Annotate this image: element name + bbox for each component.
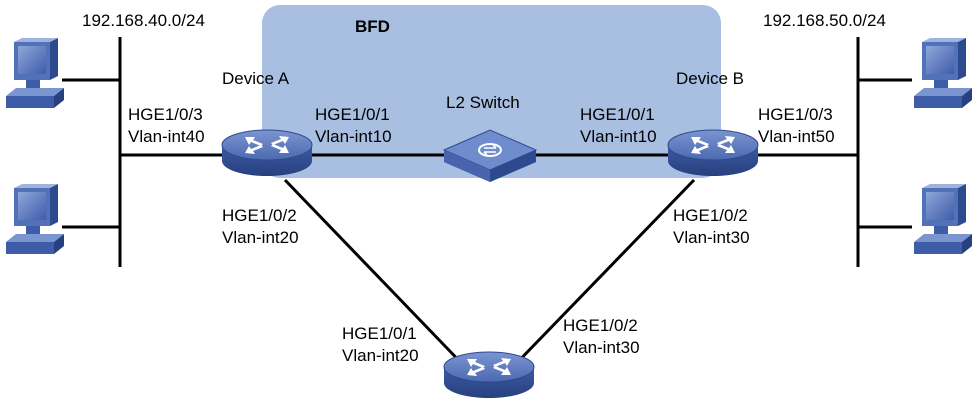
device-a-if-left-vlan: Vlan-int40 (128, 127, 205, 146)
bfd-label: BFD (355, 17, 390, 36)
host-pc-icon (6, 184, 64, 254)
bfd-region (262, 5, 721, 178)
device-c-if-right-vlan: Vlan-int30 (563, 338, 640, 357)
device-a-if-down-vlan: Vlan-int20 (222, 228, 299, 247)
links (283, 153, 696, 374)
device-b-if-down-port: HGE1/0/2 (673, 206, 748, 225)
device-c-if-left-vlan: Vlan-int20 (342, 346, 419, 365)
device-b-if-down-vlan: Vlan-int30 (673, 228, 750, 247)
host-pc-icon (914, 184, 972, 254)
device-b-router-icon (667, 129, 759, 177)
device-a-if-right-vlan: Vlan-int10 (315, 127, 392, 146)
device-a-name: Device A (222, 69, 290, 88)
l2-switch-name: L2 Switch (446, 93, 520, 112)
device-c-if-left-port: HGE1/0/1 (342, 324, 417, 343)
host-pc-icon (6, 38, 64, 108)
lan-left-subnet: 192.168.40.0/24 (82, 11, 205, 30)
device-b-if-left-port: HGE1/0/1 (580, 105, 655, 124)
device-b-name: Device B (676, 69, 744, 88)
link-a-c (283, 178, 472, 374)
lan-right-subnet: 192.168.50.0/24 (763, 11, 886, 30)
device-b-if-right-vlan: Vlan-int50 (758, 127, 835, 146)
device-c-router-icon (443, 351, 535, 399)
device-b-if-left-vlan: Vlan-int10 (580, 127, 657, 146)
device-b-if-right-port: HGE1/0/3 (758, 105, 833, 124)
lan-right-bus (748, 37, 912, 267)
device-a-if-down-port: HGE1/0/2 (222, 206, 297, 225)
device-a-if-right-port: HGE1/0/1 (315, 105, 390, 124)
device-a-if-left-port: HGE1/0/3 (128, 105, 203, 124)
device-a-router-icon (221, 129, 313, 177)
link-b-c (506, 178, 696, 374)
lan-left-bus (62, 37, 230, 267)
host-pc-icon (914, 38, 972, 108)
device-c-if-right-port: HGE1/0/2 (563, 316, 638, 335)
